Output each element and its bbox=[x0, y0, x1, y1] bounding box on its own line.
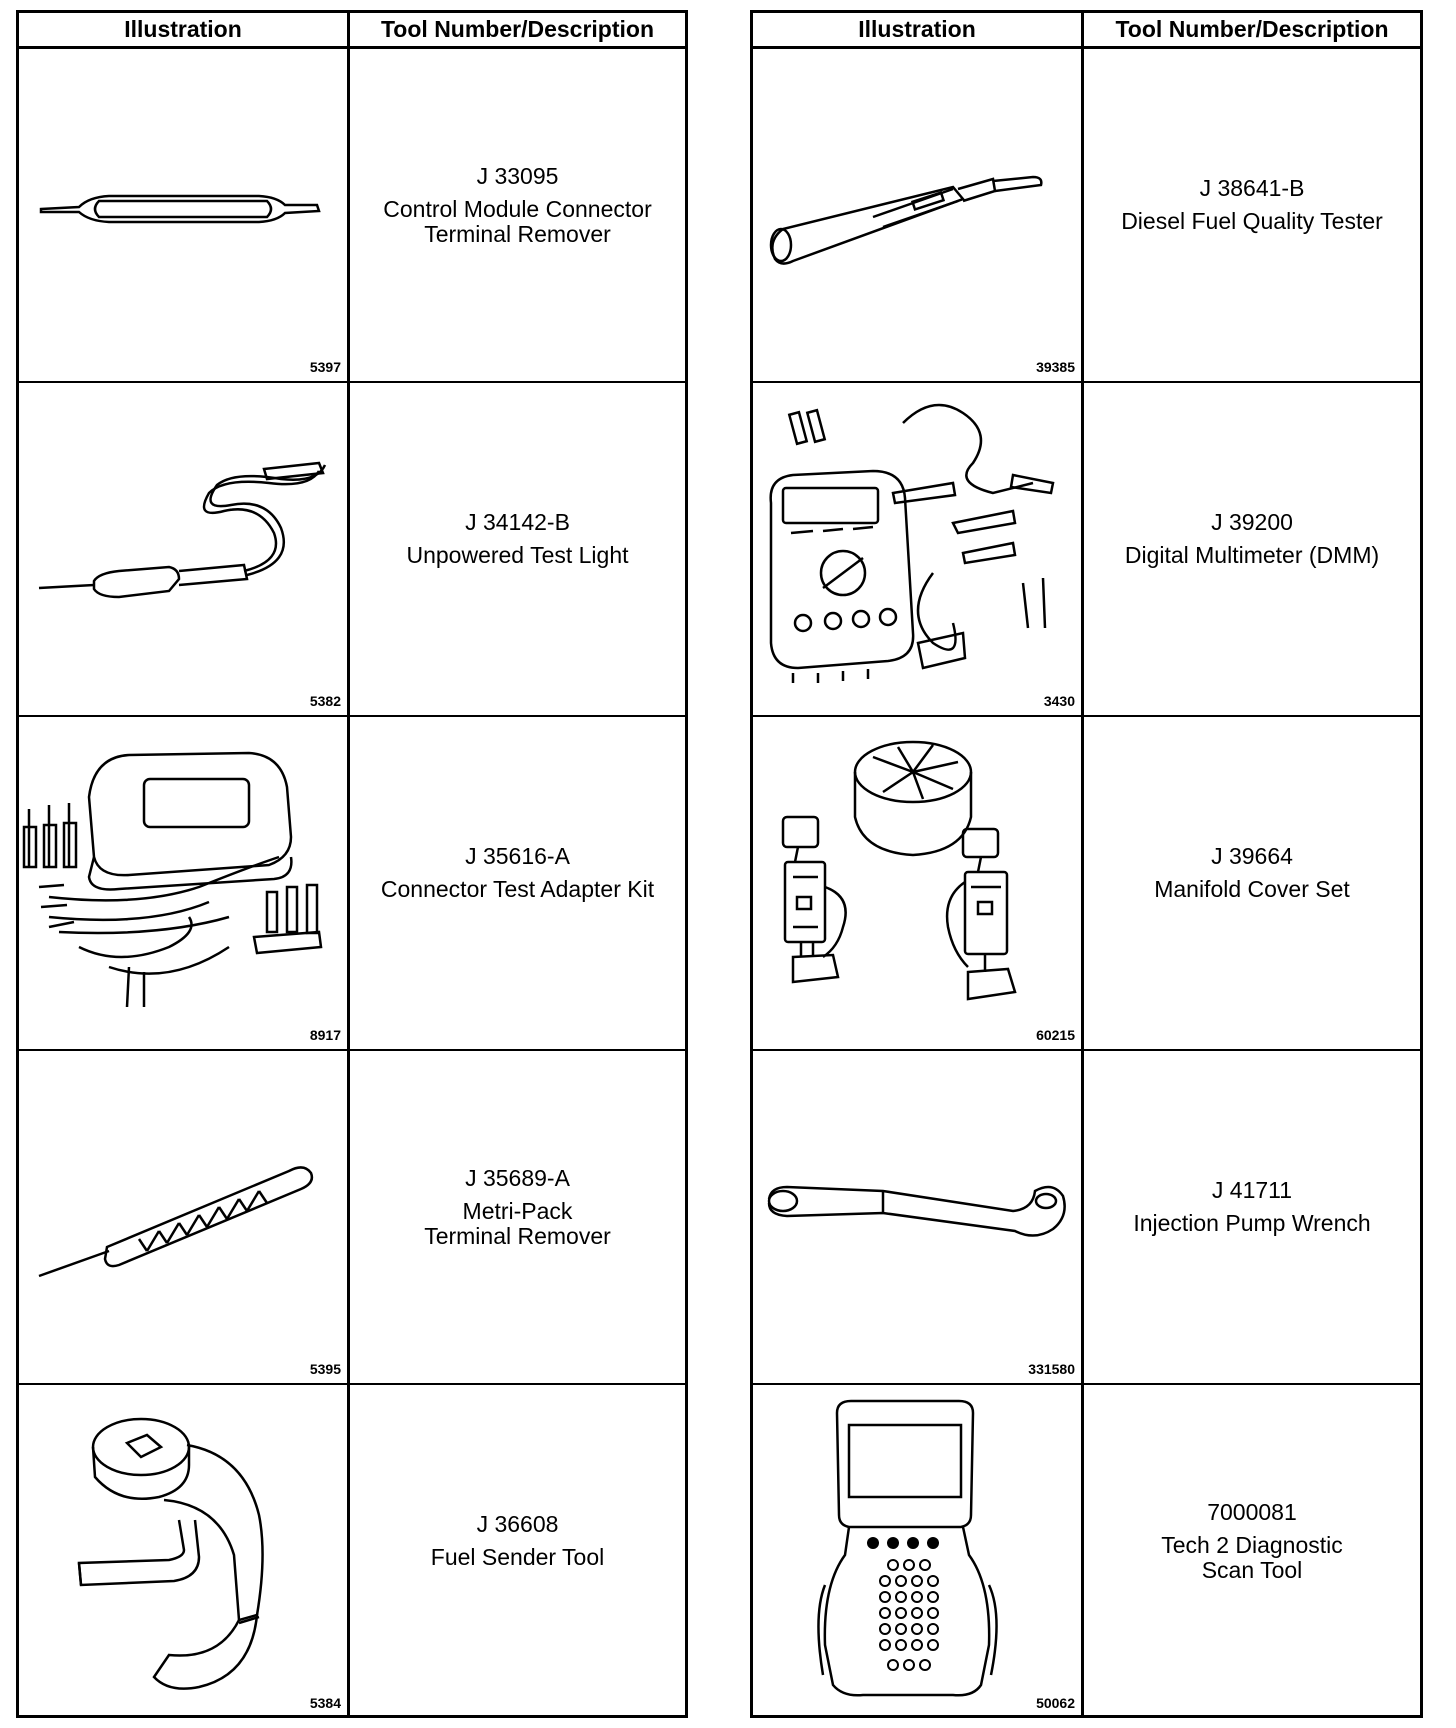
description-cell: J 39200 Digital Multimeter (DMM) bbox=[1084, 383, 1420, 715]
tool-number: J 36608 bbox=[476, 1511, 559, 1537]
tool-table-left: Illustration Tool Number/Description 539… bbox=[16, 10, 688, 1718]
figure-number: 5395 bbox=[309, 1361, 341, 1377]
illustration-cell: 50062 bbox=[753, 1385, 1084, 1717]
illustration-header: Illustration bbox=[19, 13, 350, 46]
tool-description: Unpowered Test Light bbox=[406, 542, 629, 568]
figure-number: 39385 bbox=[1036, 359, 1075, 375]
illustration-cell: 5395 bbox=[19, 1051, 350, 1383]
tool-description: Tech 2 Diagnostic Scan Tool bbox=[1161, 1531, 1343, 1583]
table-row: 50062 7000081 Tech 2 Diagnostic Scan Too… bbox=[753, 1385, 1420, 1717]
tool-description: Manifold Cover Set bbox=[1154, 876, 1350, 902]
figure-number: 331580 bbox=[1028, 1361, 1075, 1377]
table-row: 60215 J 39664 Manifold Cover Set bbox=[753, 717, 1420, 1051]
table-row: 331580 J 41711 Injection Pump Wrench bbox=[753, 1051, 1420, 1385]
tool-description: Metri-Pack Terminal Remover bbox=[424, 1197, 611, 1249]
tool-number: J 35689-A bbox=[465, 1164, 570, 1191]
description-cell: J 36608 Fuel Sender Tool bbox=[350, 1385, 685, 1717]
description-header: Tool Number/Description bbox=[380, 16, 655, 42]
figure-number: 3430 bbox=[1043, 693, 1075, 709]
metri-pack-remover-icon bbox=[38, 1166, 314, 1278]
tool-description: Fuel Sender Tool bbox=[430, 1544, 605, 1570]
tool-number: 7000081 bbox=[1207, 1498, 1297, 1525]
fuel-quality-tester-icon bbox=[769, 175, 1043, 265]
illustration-cell: 60215 bbox=[753, 717, 1084, 1049]
table-header: Illustration Tool Number/Description bbox=[753, 13, 1420, 49]
adapter-kit-icon bbox=[22, 751, 323, 1008]
illustration-cell: 8917 bbox=[19, 717, 350, 1049]
tool-description: Connector Test Adapter Kit bbox=[380, 876, 655, 902]
illustration-cell: 39385 bbox=[753, 49, 1084, 381]
figure-number: 60215 bbox=[1036, 1027, 1075, 1043]
figure-number: 8917 bbox=[309, 1027, 341, 1043]
illustration-cell: 5382 bbox=[19, 383, 350, 715]
table-row: 8917 J 35616-A Connector Test Adapter Ki… bbox=[19, 717, 685, 1051]
illustration-cell: 331580 bbox=[753, 1051, 1084, 1383]
tool-description: Injection Pump Wrench bbox=[1133, 1210, 1371, 1236]
table-row: 39385 J 38641-B Diesel Fuel Quality Test… bbox=[753, 49, 1420, 383]
tool-number: J 39200 bbox=[1211, 509, 1293, 535]
figure-number: 5382 bbox=[309, 693, 341, 709]
manifold-cover-set-icon bbox=[781, 740, 1017, 1001]
tool-description: Diesel Fuel Quality Tester bbox=[1121, 208, 1383, 234]
description-cell: J 39664 Manifold Cover Set bbox=[1084, 717, 1420, 1049]
tool-number: J 34142-B bbox=[465, 509, 570, 535]
illustration-cell: 5384 bbox=[19, 1385, 350, 1717]
figure-number: 5397 bbox=[309, 359, 341, 375]
figure-number: 5384 bbox=[309, 1695, 341, 1711]
table-row: 3430 J 39200 Digital Multimeter (DMM) bbox=[753, 383, 1420, 717]
tool-description: Control Module Connector Terminal Remove… bbox=[383, 195, 652, 247]
table-row: 5397 J 33095 Control Module Connector Te… bbox=[19, 49, 685, 383]
description-cell: J 34142-B Unpowered Test Light bbox=[350, 383, 685, 715]
description-cell: J 38641-B Diesel Fuel Quality Tester bbox=[1084, 49, 1420, 381]
description-cell: J 41711 Injection Pump Wrench bbox=[1084, 1051, 1420, 1383]
table-header: Illustration Tool Number/Description bbox=[19, 13, 685, 49]
description-cell: J 33095 Control Module Connector Termina… bbox=[350, 49, 685, 381]
tool-description: Digital Multimeter (DMM) bbox=[1124, 542, 1380, 568]
description-cell: J 35616-A Connector Test Adapter Kit bbox=[350, 717, 685, 1049]
table-row: 5382 J 34142-B Unpowered Test Light bbox=[19, 383, 685, 717]
pump-wrench-icon bbox=[767, 1185, 1066, 1237]
table-row: 5384 J 36608 Fuel Sender Tool bbox=[19, 1385, 685, 1717]
description-header: Tool Number/Description bbox=[1115, 16, 1389, 42]
description-cell: J 35689-A Metri-Pack Terminal Remover bbox=[350, 1051, 685, 1383]
terminal-remover-icon bbox=[39, 194, 321, 224]
description-cell: 7000081 Tech 2 Diagnostic Scan Tool bbox=[1084, 1385, 1420, 1717]
tool-number: J 38641-B bbox=[1199, 175, 1305, 201]
illustration-cell: 3430 bbox=[753, 383, 1084, 715]
tool-number: J 33095 bbox=[476, 162, 559, 189]
test-light-icon bbox=[38, 461, 327, 599]
multimeter-icon bbox=[769, 403, 1055, 683]
illustration-cell: 5397 bbox=[19, 49, 350, 381]
tool-number: J 41711 bbox=[1211, 1177, 1293, 1203]
tool-number: J 35616-A bbox=[465, 843, 570, 869]
table-row: 5395 J 35689-A Metri-Pack Terminal Remov… bbox=[19, 1051, 685, 1385]
illustration-header: Illustration bbox=[753, 13, 1084, 46]
tool-number: J 39664 bbox=[1211, 843, 1293, 869]
tool-table-right: Illustration Tool Number/Description 393… bbox=[750, 10, 1423, 1718]
figure-number: 50062 bbox=[1036, 1695, 1075, 1711]
fuel-sender-tool-icon bbox=[77, 1417, 264, 1690]
scan-tool-icon bbox=[817, 1399, 998, 1697]
